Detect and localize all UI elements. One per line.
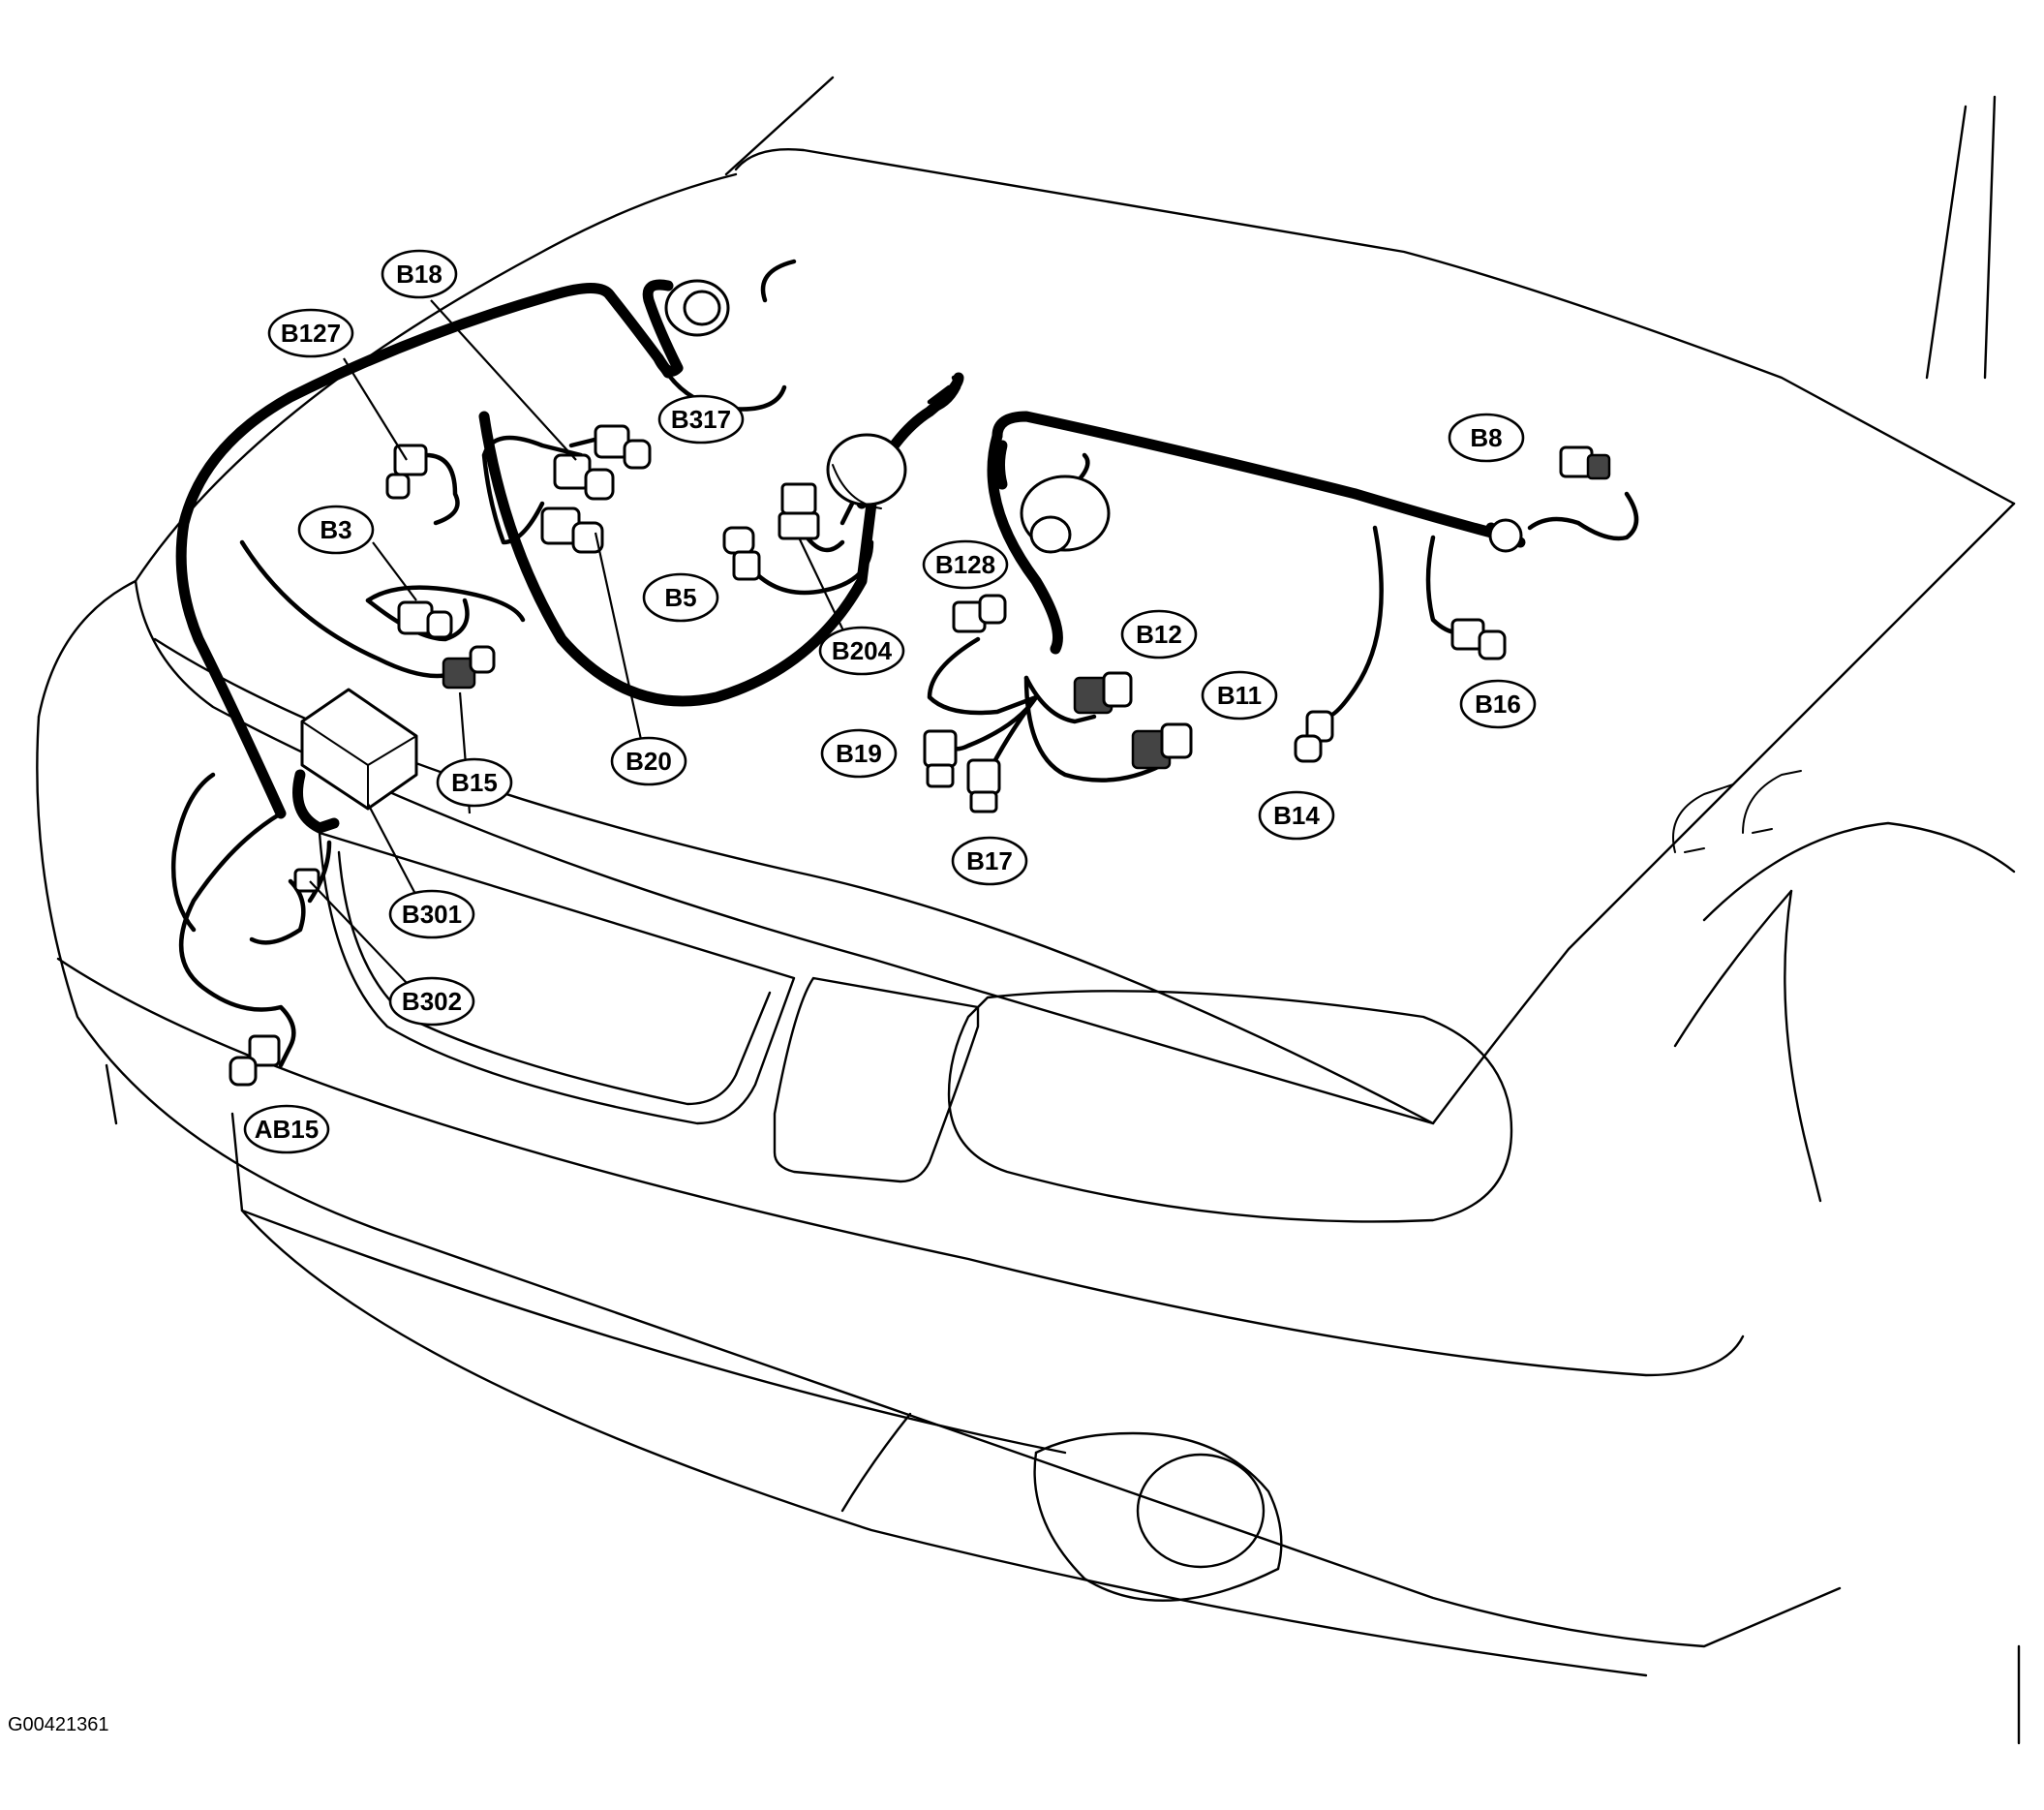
callout-label: B20 [625,747,672,776]
connector-b204-part [778,482,820,540]
callout-label: B8 [1470,423,1502,452]
callout-label: B14 [1273,801,1320,830]
callout-ellipse [951,836,1028,886]
callout-label: B301 [402,900,462,929]
connector-b12-part [1073,671,1133,715]
callout-b11: B11 [1201,670,1278,721]
callout-ellipse [297,505,375,555]
callout-label: B128 [935,550,995,579]
figure-id: G00421361 [8,1714,109,1735]
callout-b16: B16 [1459,679,1537,729]
callout-label: B19 [836,739,882,768]
callout-ellipse [388,976,475,1027]
callout-ellipse [657,394,745,445]
connector-b317-part [594,424,652,470]
connectors [229,424,1611,1087]
callout-ellipse [267,308,354,358]
connector-b20-part [540,506,604,554]
callout-ellipse [610,736,687,786]
callout-ellipse [1258,790,1335,841]
callout-label: B302 [402,987,462,1016]
grommet-center [826,433,907,509]
callout-b12: B12 [1120,609,1198,660]
callout-label: B17 [966,846,1013,875]
callout-label: B12 [1136,620,1182,649]
connector-b15-part [442,645,496,690]
connector-b17-part [966,758,1001,813]
grommets [664,279,1523,554]
callout-b302: B302 [388,976,475,1027]
connector-b19-part [923,729,958,788]
callout-b317: B317 [657,394,745,445]
callout-label: B5 [664,583,696,612]
connector-b127-part [385,444,428,500]
callout-ellipse [1120,609,1198,660]
callout-b204: B204 [818,626,905,676]
callout-label: B15 [451,768,498,797]
callout-ellipse [922,539,1009,590]
callout-ellipse [818,626,905,676]
callout-b15: B15 [436,757,513,808]
callout-b20: B20 [610,736,687,786]
grommet-top [664,279,730,337]
connector-ab15-part [229,1034,281,1087]
callout-label: B127 [281,319,341,348]
callout-ellipse [381,249,458,299]
callout-label: B3 [320,515,351,544]
connector-b11-part [1131,722,1193,770]
callout-ellipse [388,889,475,939]
callout-label: B317 [671,405,731,434]
callout-b5: B5 [642,572,719,623]
grommet-right [1488,518,1523,553]
callout-label: B204 [832,636,893,665]
callout-ellipse [436,757,513,808]
connector-b14-part [1294,710,1334,763]
callout-b17: B17 [951,836,1028,886]
callout-b127: B127 [267,308,354,358]
callout-b14: B14 [1258,790,1335,841]
connector-b3-part [397,600,453,639]
callout-b301: B301 [388,889,475,939]
callout-b128: B128 [922,539,1009,590]
connector-b5-part [722,526,761,581]
vehicle-body-outline [36,76,2021,1745]
callout-b3: B3 [297,505,375,555]
callout-b8: B8 [1448,413,1525,463]
callout-ellipse [1459,679,1537,729]
callout-ellipse [1201,670,1278,721]
callout-label: B11 [1217,681,1262,710]
connector-b16-part [1450,618,1507,660]
grommet-right-center [1020,475,1111,554]
callout-b19: B19 [820,728,898,779]
connector-b8-part [1559,445,1611,480]
callout-ellipse [642,572,719,623]
module-b301 [300,688,418,811]
callout-ellipse [1448,413,1525,463]
callout-ellipse [820,728,898,779]
callout-label: AB15 [255,1115,319,1144]
branch-wires [170,259,1639,1068]
callout-label: B16 [1475,690,1521,719]
callout-ellipse [243,1104,330,1154]
callout-b18: B18 [381,249,458,299]
connector-b128-part [952,594,1007,633]
callout-ab15: AB15 [243,1104,330,1154]
callout-label: B18 [396,260,442,289]
connector-b18-part [553,453,615,501]
